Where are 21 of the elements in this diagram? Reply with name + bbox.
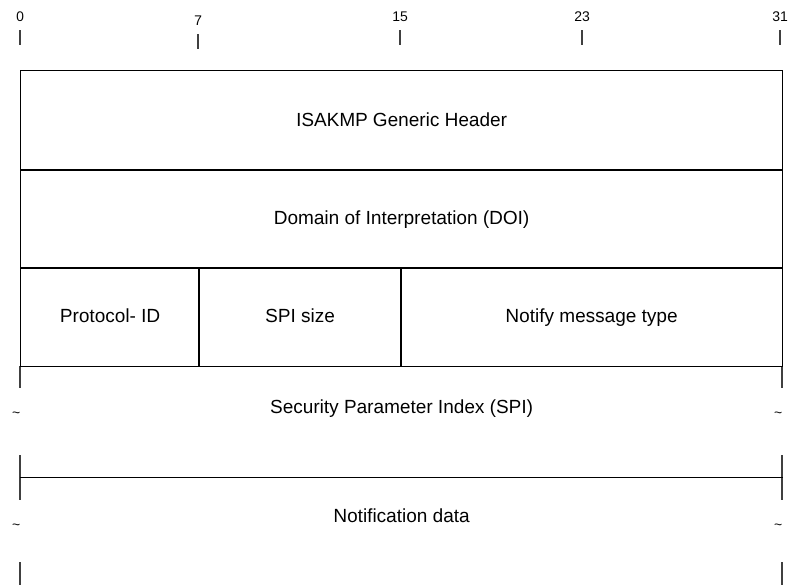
break-mark: ~ [12, 516, 20, 532]
field-name: Security Parameter Index (SPI) [270, 397, 533, 419]
field-box [20, 267, 200, 367]
field-box [20, 70, 783, 171]
field-name: Notification data [333, 506, 470, 528]
bit-number: 31 [772, 8, 788, 24]
field-box [400, 267, 783, 367]
bit-number: 0 [16, 8, 24, 24]
field-name: ISAKMP Generic Header [296, 110, 507, 132]
field-name: SPI size [265, 306, 335, 328]
field-name: Notify message type [505, 306, 678, 328]
field-box [198, 267, 402, 367]
field-name: Protocol- ID [60, 306, 160, 328]
bit-number: 7 [194, 12, 202, 28]
field-name: Domain of Interpretation (DOI) [274, 208, 530, 230]
break-mark: ~ [774, 404, 782, 420]
break-mark: ~ [774, 516, 782, 532]
bit-number: 15 [392, 8, 408, 24]
field-box [20, 169, 783, 269]
bit-number: 23 [574, 8, 590, 24]
break-mark: ~ [12, 404, 20, 420]
